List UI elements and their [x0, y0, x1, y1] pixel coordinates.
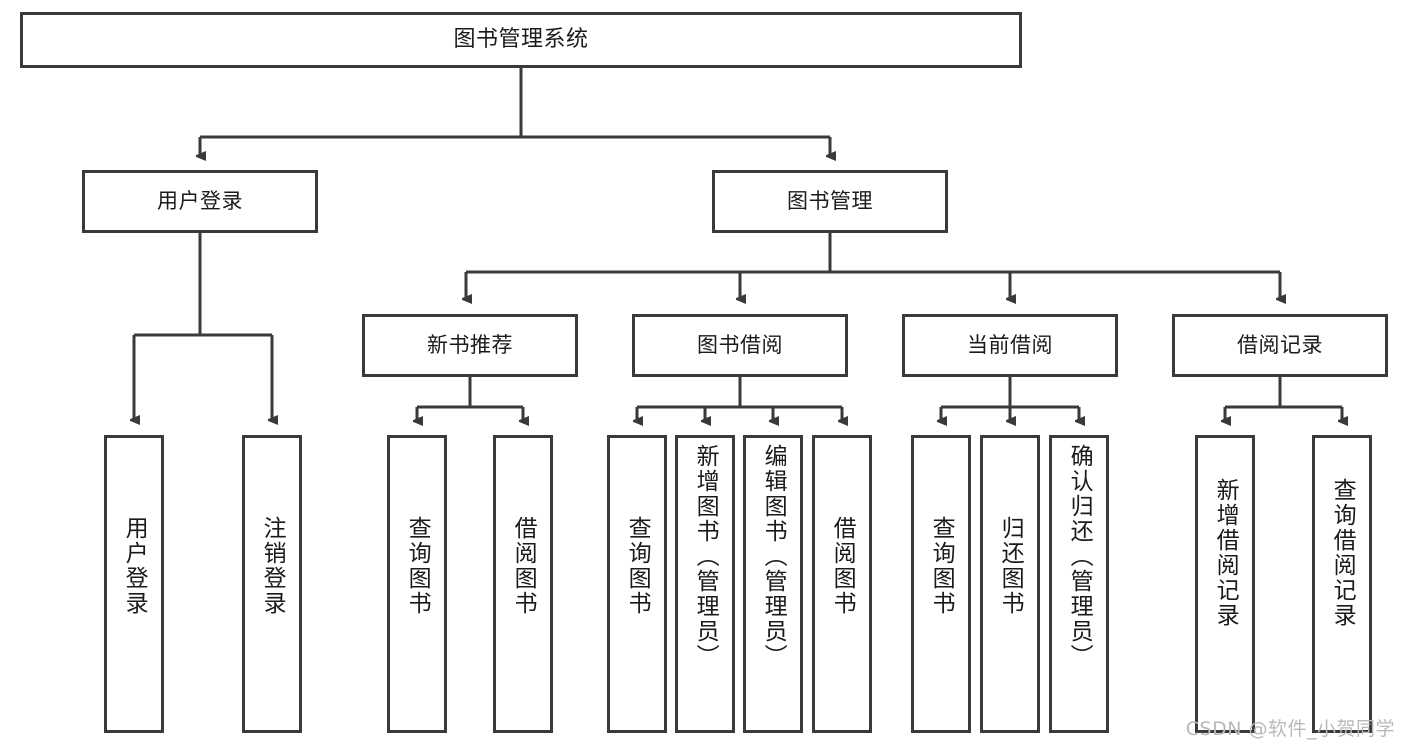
node-label: 归还图书 — [997, 516, 1024, 616]
node-label: 用户登录 — [121, 516, 148, 616]
leaf-borrow-book[interactable]: 借阅图书 — [812, 435, 872, 733]
leaf-return-book[interactable]: 归还图书 — [980, 435, 1040, 733]
leaf-query-book-recommend[interactable]: 查询图书 — [387, 435, 447, 733]
node-book-borrow[interactable]: 图书借阅 — [632, 314, 848, 377]
leaf-add-borrow-record[interactable]: 新增借阅记录 — [1195, 435, 1255, 733]
node-new-book-recommend[interactable]: 新书推荐 — [362, 314, 578, 377]
node-label: 查询借阅记录 — [1329, 478, 1356, 628]
node-label: 借阅记录 — [1237, 333, 1323, 358]
node-label: 新增借阅记录 — [1212, 478, 1239, 628]
leaf-query-book-current[interactable]: 查询图书 — [911, 435, 971, 733]
node-book-management-system[interactable]: 图书管理系统 — [20, 12, 1022, 68]
node-label: 查询图书 — [404, 516, 431, 616]
leaf-user-login[interactable]: 用户登录 — [104, 435, 164, 733]
node-label: 图书管理系统 — [453, 27, 589, 53]
node-book-management[interactable]: 图书管理 — [712, 170, 948, 233]
node-label: 当前借阅 — [967, 333, 1053, 358]
node-label: 用户登录 — [157, 189, 243, 214]
node-label: 编辑图书（管理员） — [760, 444, 787, 669]
node-label: 借阅图书 — [829, 516, 856, 616]
node-label: 图书借阅 — [697, 333, 783, 358]
leaf-query-borrow-record[interactable]: 查询借阅记录 — [1312, 435, 1372, 733]
node-borrow-record[interactable]: 借阅记录 — [1172, 314, 1388, 377]
leaf-add-book[interactable]: 新增图书（管理员） — [675, 435, 735, 733]
node-label: 注销登录 — [259, 516, 286, 616]
leaf-logout-login[interactable]: 注销登录 — [242, 435, 302, 733]
watermark: CSDN @软件_小贺同学 — [1185, 718, 1395, 740]
leaf-confirm-return[interactable]: 确认归还（管理员） — [1049, 435, 1109, 733]
node-label: 查询图书 — [624, 516, 651, 616]
node-label: 确认归还（管理员） — [1066, 444, 1093, 669]
node-label: 新增图书（管理员） — [692, 444, 719, 669]
node-label: 图书管理 — [787, 189, 873, 214]
node-label: 借阅图书 — [510, 516, 537, 616]
leaf-borrow-book-recommend[interactable]: 借阅图书 — [493, 435, 553, 733]
leaf-edit-book[interactable]: 编辑图书（管理员） — [743, 435, 803, 733]
node-label: 查询图书 — [928, 516, 955, 616]
node-current-borrow[interactable]: 当前借阅 — [902, 314, 1118, 377]
node-label: 新书推荐 — [427, 333, 513, 358]
node-user-login[interactable]: 用户登录 — [82, 170, 318, 233]
leaf-query-book-borrow[interactable]: 查询图书 — [607, 435, 667, 733]
